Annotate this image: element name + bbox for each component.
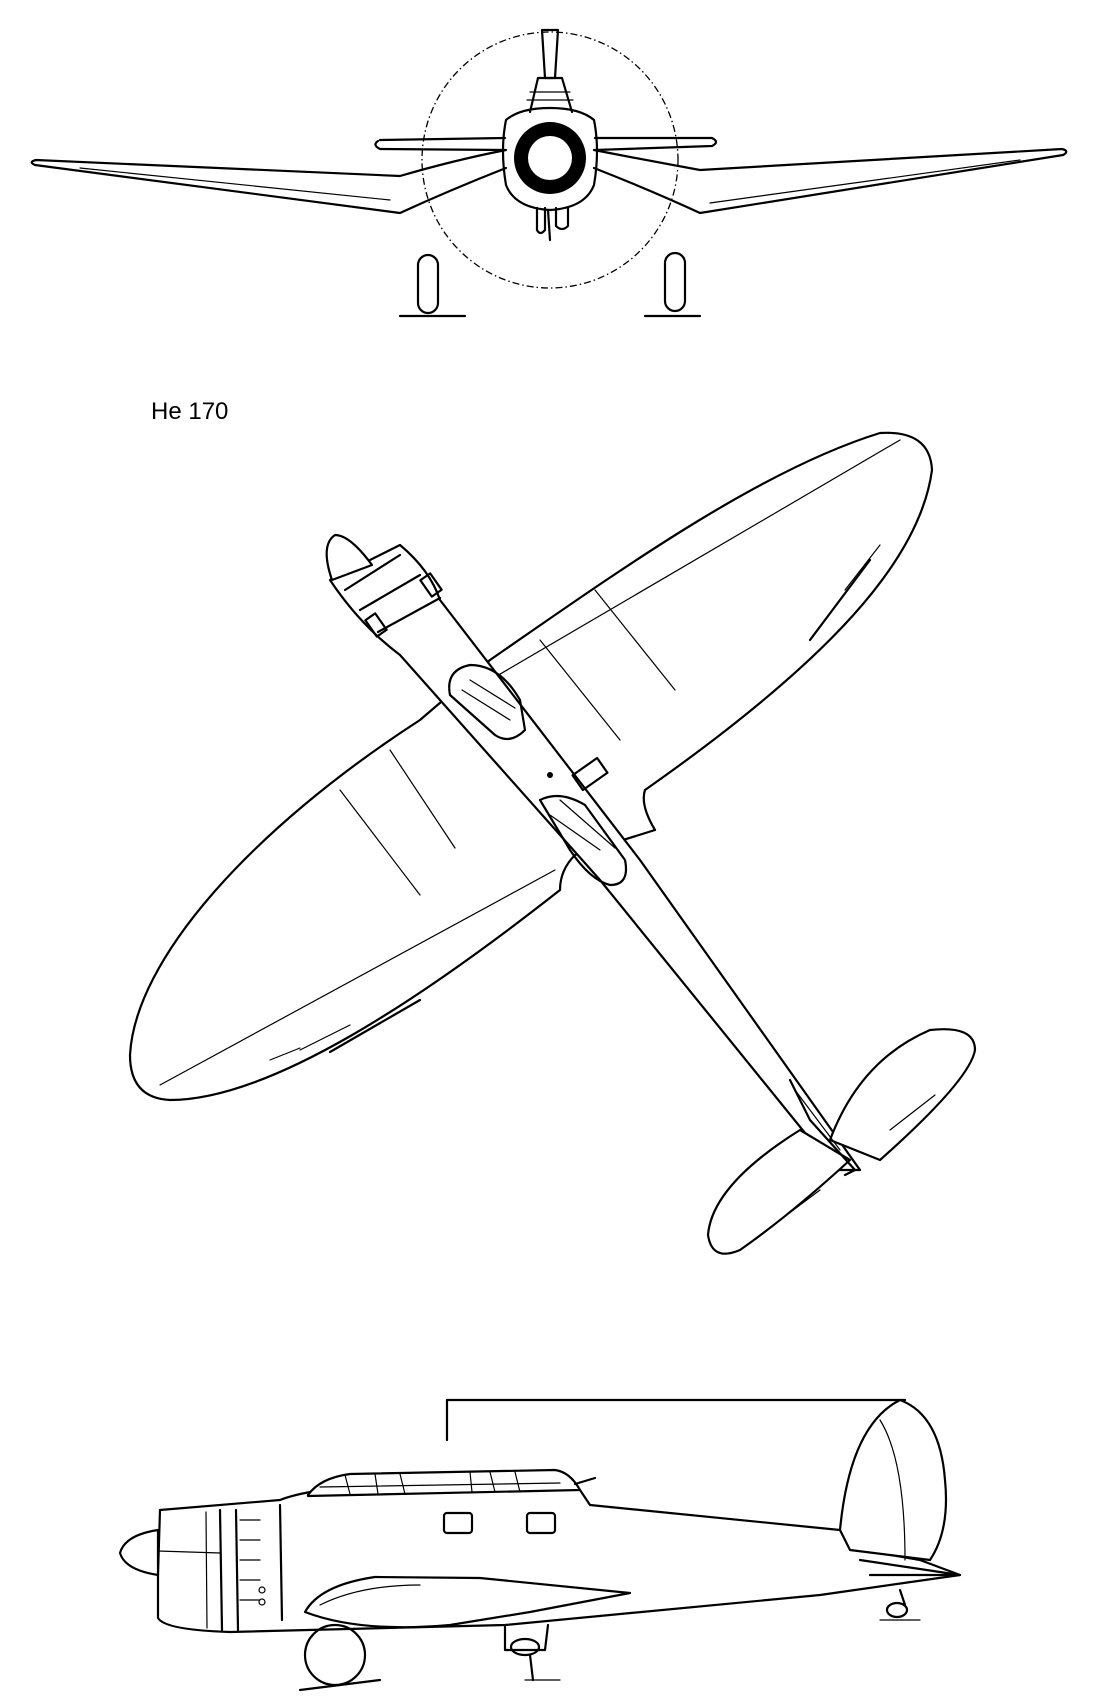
top-canopy-front: [448, 663, 527, 741]
propeller-disc: [421, 31, 679, 289]
top-spinner: [325, 533, 374, 582]
top-tailplane-right: [828, 1028, 977, 1162]
side-spinner: [118, 1528, 160, 1577]
side-radiator: [509, 1637, 541, 1657]
side-window-2: [525, 1511, 557, 1535]
side-canopy: [306, 1468, 582, 1498]
side-view: [118, 1398, 962, 1692]
front-view: [30, 28, 1068, 318]
front-right-wing: [592, 147, 1068, 215]
top-tailplane-left: [706, 1128, 852, 1255]
side-fin: [838, 1398, 948, 1562]
side-window-1: [442, 1511, 474, 1535]
front-left-wheel: [398, 253, 467, 318]
front-right-wheel: [643, 251, 702, 318]
front-canopy: [528, 76, 574, 114]
front-fin: [540, 28, 560, 80]
front-left-wing: [30, 148, 508, 215]
front-cowling: [501, 106, 599, 212]
title-label: He 170: [151, 398, 229, 425]
side-fuselage: [156, 1483, 962, 1634]
side-wing: [303, 1575, 632, 1629]
top-canopy-rear: [538, 794, 628, 887]
front-tailplane: [374, 136, 718, 152]
side-main-wheel: [303, 1623, 367, 1687]
top-view: [128, 431, 977, 1255]
